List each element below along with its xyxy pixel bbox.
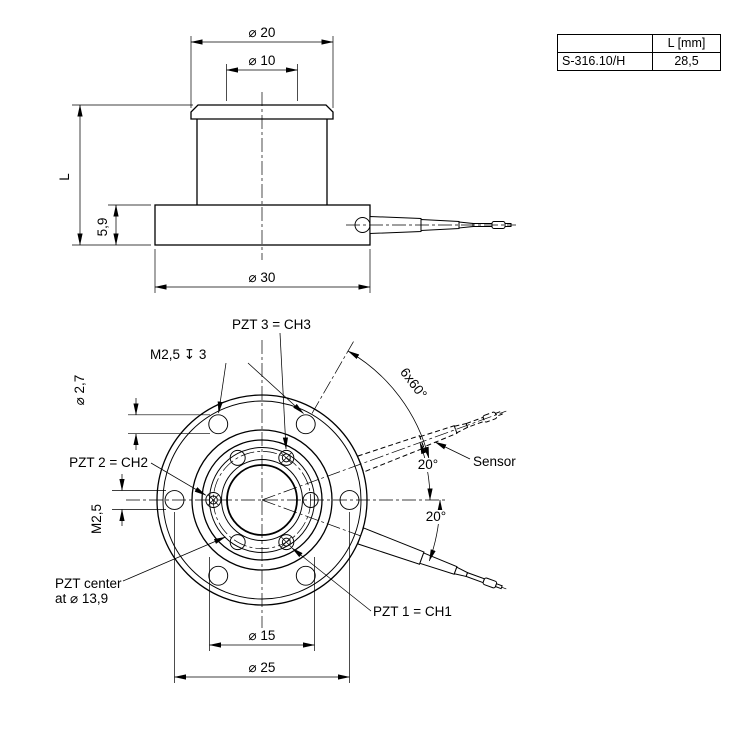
spec-table-length-header: L [mm] — [667, 36, 706, 50]
mounting-holes — [164, 414, 360, 586]
label-sensor: Sensor — [473, 454, 516, 469]
dim-label-dia30: ⌀ 30 — [249, 270, 276, 285]
pzt-contact — [229, 534, 246, 551]
mounting-hole — [295, 414, 316, 435]
arc-6x60 — [347, 350, 430, 459]
arc-20-lower — [428, 499, 443, 562]
dim-label-height-l: L — [57, 173, 72, 181]
side-view-dimensions: ⌀ 20 ⌀ 10 L 5,9 ⌀ 30 — [57, 25, 371, 293]
dim-label-20-upper: 20° — [418, 457, 438, 472]
label-pzt3: PZT 3 = CH3 — [232, 317, 311, 332]
pzt-pitch-circle — [213, 451, 312, 550]
spec-table-header-row: L [mm] — [558, 35, 720, 52]
dim-label-6x60: 6x60° — [397, 365, 430, 402]
dim-label-dia20: ⌀ 20 — [249, 25, 276, 40]
hole-axis-60deg — [311, 339, 355, 414]
mounting-hole — [208, 414, 229, 435]
pzt-contact — [229, 449, 246, 466]
mounting-hole — [295, 565, 316, 586]
top-view: PZT 3 = CH3 M2,5 ↧ 3 ⌀ 2,7 PZT 2 = CH2 M… — [55, 317, 516, 683]
label-thread-depth: M2,5 ↧ 3 — [150, 347, 206, 362]
spec-table-length-value: 28,5 — [674, 54, 699, 68]
leader-sensor — [434, 441, 471, 460]
spec-table: L [mm] S-316.10/H 28,5 — [557, 34, 721, 71]
label-pzt-center-1: PZT center — [55, 576, 122, 591]
dim-label-dia10: ⌀ 10 — [249, 53, 276, 68]
center-bore-circle — [226, 464, 298, 536]
pzt3-screw — [278, 449, 295, 466]
leader-pzt1 — [291, 547, 372, 612]
mounting-hole — [208, 565, 229, 586]
bore-step-circle — [221, 459, 303, 541]
label-pzt-center-2: at ⌀ 13,9 — [55, 591, 108, 606]
leader-pzt3 — [279, 332, 289, 450]
top-view-circles — [156, 394, 368, 606]
leader-pzt2 — [150, 462, 207, 496]
dim-label-dia15: ⌀ 15 — [249, 628, 276, 643]
pzt1-screw — [278, 534, 295, 551]
top-view-dimensions: PZT 3 = CH3 M2,5 ↧ 3 ⌀ 2,7 PZT 2 = CH2 M… — [55, 317, 516, 683]
side-view-centerlines — [261, 92, 516, 260]
label-pzt2: PZT 2 = CH2 — [69, 455, 148, 470]
label-hole-dia: ⌀ 2,7 — [72, 375, 87, 406]
flange-chamfer-circle — [162, 400, 362, 600]
mounting-hole — [339, 490, 360, 510]
pzt2-screw — [205, 492, 222, 508]
leader-thread-depth-a — [217, 362, 227, 414]
leader-pzt-center — [122, 536, 226, 582]
retainer-ring-outer — [201, 439, 323, 561]
spec-table-data-row: S-316.10/H 28,5 — [558, 52, 720, 70]
pzt-elements — [205, 449, 319, 551]
spec-table-empty-cell — [558, 35, 653, 52]
sensor-cable-solid — [357, 527, 503, 590]
dim-label-flange-thickness: 5,9 — [95, 218, 110, 237]
side-view: ⌀ 20 ⌀ 10 L 5,9 ⌀ 30 — [57, 25, 516, 293]
dim-label-20-lower: 20° — [426, 509, 446, 524]
mounting-hole — [164, 490, 185, 510]
side-view-part-outline — [154, 104, 371, 246]
label-thread: M2,5 — [89, 504, 104, 534]
label-pzt1: PZT 1 = CH1 — [373, 604, 452, 619]
pzt-contact — [302, 492, 319, 508]
spec-table-model: S-316.10/H — [558, 53, 653, 70]
top-view-centerlines — [126, 339, 507, 640]
flange-outer-circle — [156, 394, 368, 606]
leader-thread-depth-b — [247, 362, 304, 414]
dim-label-dia25: ⌀ 25 — [249, 660, 276, 675]
cable-axis-upper — [261, 410, 507, 501]
body-circle — [191, 429, 333, 571]
